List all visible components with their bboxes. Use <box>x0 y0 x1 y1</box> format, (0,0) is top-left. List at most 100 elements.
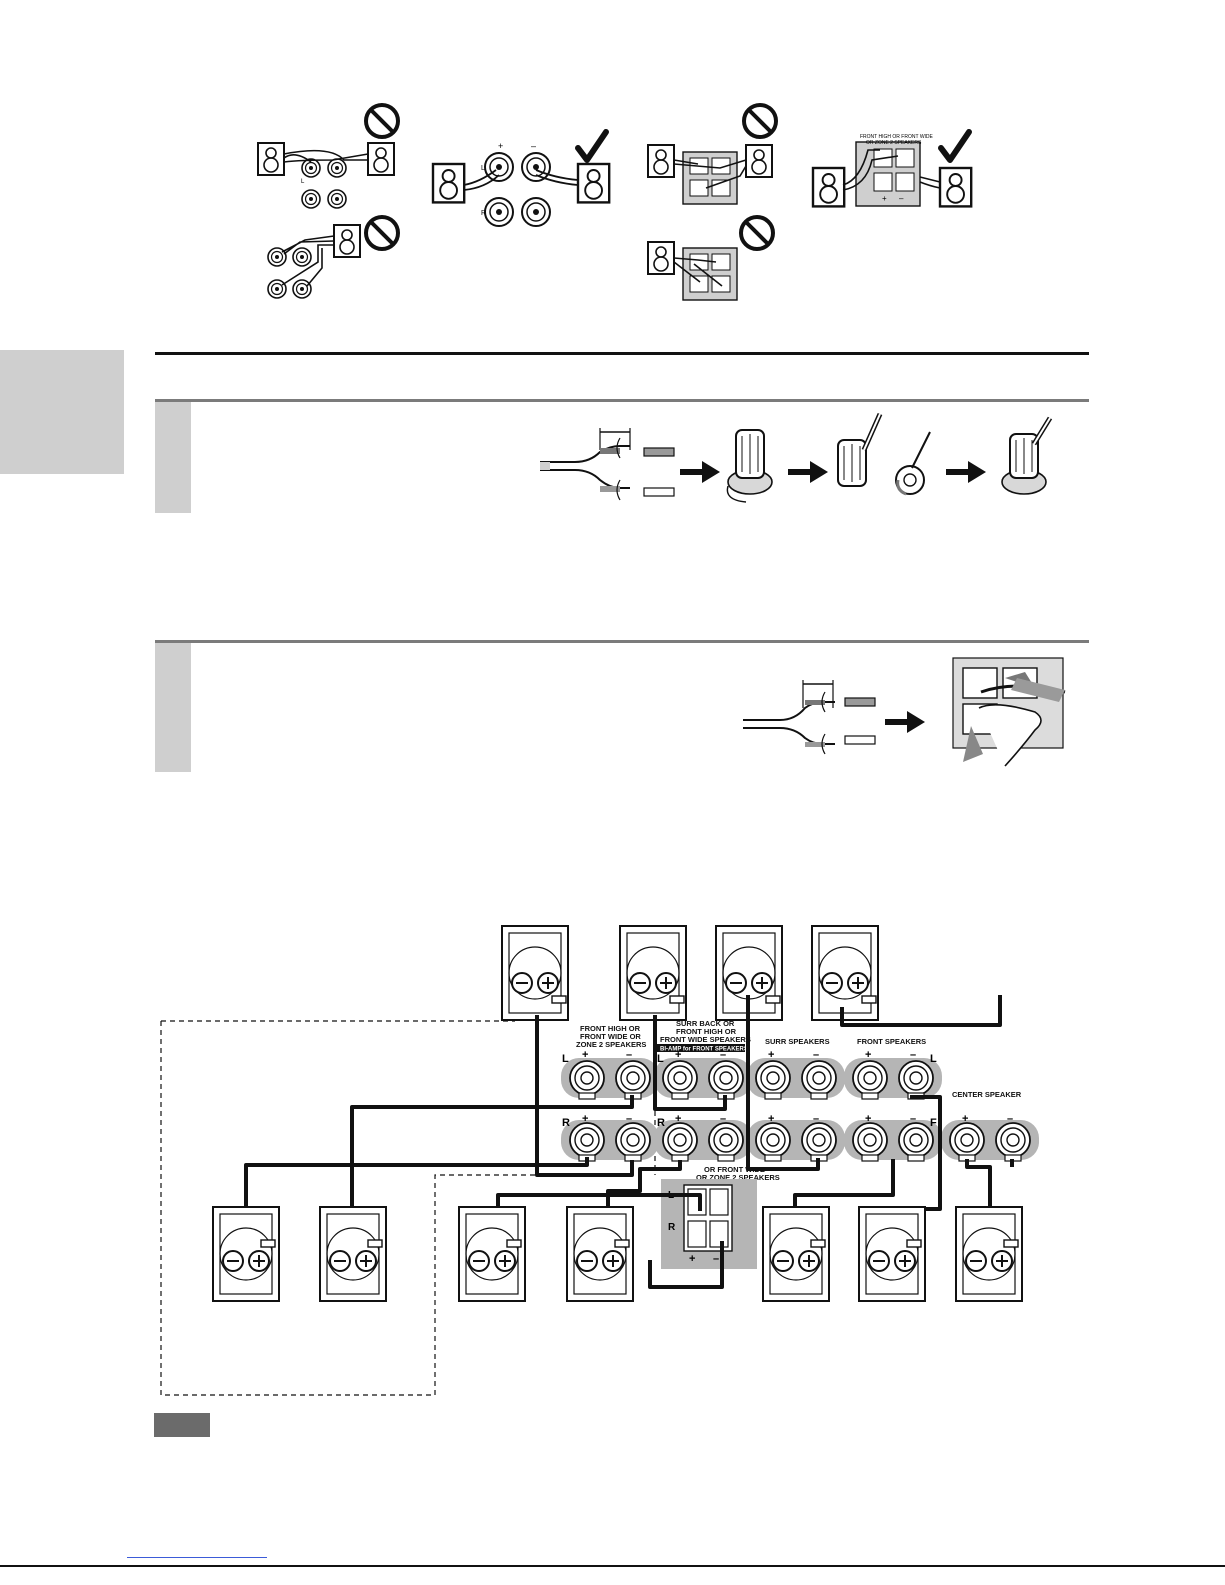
speaker-bottom-7 <box>955 1206 1023 1302</box>
sym-plus: + <box>675 1049 681 1061</box>
binding-post-icon <box>484 197 514 227</box>
arrow-right-icon <box>885 711 925 733</box>
wiring-examples: L + – L R <box>257 103 973 301</box>
arrow-right-icon <box>788 461 828 483</box>
binding-post-icon <box>521 197 551 227</box>
push-terminal-hand <box>952 657 1066 767</box>
speaker-icon <box>431 162 466 204</box>
speaker-icon <box>647 144 675 178</box>
label-plus: + <box>498 141 503 151</box>
front-speakers-label: FRONT SPEAKERS <box>857 1037 926 1046</box>
terminal-front-high-r <box>561 1120 659 1161</box>
speaker-connection-diagram: FRONT HIGH OR FRONT WIDE OR ZONE 2 SPEAK… <box>160 925 1225 1396</box>
step-2-rule <box>155 640 1089 643</box>
step-1-illustration <box>540 412 1053 503</box>
sym-plus: + <box>675 1113 681 1125</box>
sym-minus: – <box>910 1049 916 1061</box>
surr-back-header-3: FRONT WIDE SPEAKERS <box>660 1035 751 1044</box>
sym-minus: – <box>813 1049 819 1061</box>
ch-r: R <box>657 1117 665 1129</box>
footer-link[interactable] <box>127 1556 267 1558</box>
speaker-bottom-2 <box>319 1206 387 1302</box>
thumb-header-1: FRONT HIGH OR FRONT WIDE <box>860 134 934 140</box>
thumb-6-correct: FRONT HIGH OR FRONT WIDE OR ZONE 2 SPEAK… <box>811 132 973 208</box>
sym-minus: – <box>713 1253 719 1265</box>
step-1-box <box>155 402 191 513</box>
prohibited-icon <box>364 215 400 251</box>
prohibited-icon <box>739 215 775 251</box>
binding-post-icon <box>837 412 883 487</box>
thumb-3-correct: + – L R <box>431 132 611 227</box>
label-r: R <box>481 210 486 217</box>
front-high-header-2: FRONT WIDE OR <box>580 1032 641 1041</box>
sym-plus: + <box>865 1049 871 1061</box>
speaker-icon <box>811 166 846 208</box>
sym-plus: + <box>582 1049 588 1061</box>
thumb-2-wrong <box>267 215 400 299</box>
speaker-icon <box>367 142 395 176</box>
section-rule <box>155 352 1089 355</box>
sym-plus: + <box>768 1113 774 1125</box>
terminal-surr-r <box>747 1120 845 1161</box>
speaker-icon <box>257 142 285 176</box>
terminal-center <box>941 1120 1039 1161</box>
speaker-top-1 <box>501 925 569 1021</box>
footer-rule <box>0 1565 1225 1567</box>
binding-post-icon <box>301 189 321 209</box>
front-high-header-3: ZONE 2 SPEAKERS <box>576 1040 646 1049</box>
terminal-front-r <box>844 1120 942 1161</box>
speaker-bottom-1 <box>212 1206 280 1302</box>
ch-r: R <box>668 1222 676 1233</box>
binding-post-icon <box>292 247 312 267</box>
sym-plus: + <box>689 1253 695 1265</box>
sym-minus: – <box>626 1049 632 1061</box>
thumb-header-2: OR ZONE 2 SPEAKERS <box>866 140 922 146</box>
arrow-right-icon <box>946 461 986 483</box>
thumb-1-wrong: L <box>257 103 400 209</box>
surr-back-header-1: SURR BACK OR <box>676 1019 735 1028</box>
ch-l: L <box>562 1053 569 1065</box>
label-plus: + <box>882 194 887 203</box>
speaker-bottom-4 <box>566 1206 634 1302</box>
binding-post-icon <box>292 279 312 299</box>
ch-l: L <box>930 1053 937 1065</box>
sym-minus: – <box>910 1113 916 1125</box>
sym-plus: + <box>865 1113 871 1125</box>
surr-back-header-2: FRONT HIGH OR <box>676 1027 737 1036</box>
center-speaker-label: CENTER SPEAKER <box>952 1090 1022 1099</box>
label-l: L <box>481 165 485 172</box>
note-tab <box>154 1413 210 1437</box>
surr-speakers-label: SURR SPEAKERS <box>765 1037 830 1046</box>
terminal-front-high-l <box>561 1058 659 1099</box>
ch-l: L <box>657 1053 664 1065</box>
speaker-icon <box>647 241 675 275</box>
front-high-header-1: FRONT HIGH OR <box>580 1024 641 1033</box>
checkmark-icon <box>941 132 969 160</box>
speaker-bottom-5 <box>762 1206 830 1302</box>
zone2-header-1: OR FRONT WIDE <box>704 1165 765 1174</box>
sym-minus: – <box>626 1113 632 1125</box>
binding-post-icon <box>327 189 347 209</box>
ch-f: F <box>930 1117 937 1129</box>
terminal-surr-back-r <box>654 1120 752 1161</box>
speaker-icon <box>333 224 361 258</box>
sym-plus: + <box>768 1049 774 1061</box>
speaker-bottom-3 <box>458 1206 526 1302</box>
step-2-illustration <box>743 657 1066 767</box>
label-minus: – <box>899 194 904 203</box>
binding-post-icon <box>327 158 347 178</box>
prohibited-icon <box>364 103 400 139</box>
sym-plus: + <box>962 1113 968 1125</box>
arrow-right-icon <box>680 461 720 483</box>
prohibited-icon <box>742 103 778 139</box>
step-1-rule <box>155 399 1089 402</box>
binding-post-icon <box>267 279 287 299</box>
sym-minus: – <box>1007 1113 1013 1125</box>
label-minus: – <box>531 141 536 151</box>
terminal-surr-l <box>747 1058 845 1099</box>
speaker-icon <box>576 162 611 204</box>
binding-post-icon <box>1001 416 1053 495</box>
sym-minus: – <box>720 1113 726 1125</box>
binding-post-icon <box>521 152 551 182</box>
speaker-top-2 <box>619 925 687 1021</box>
